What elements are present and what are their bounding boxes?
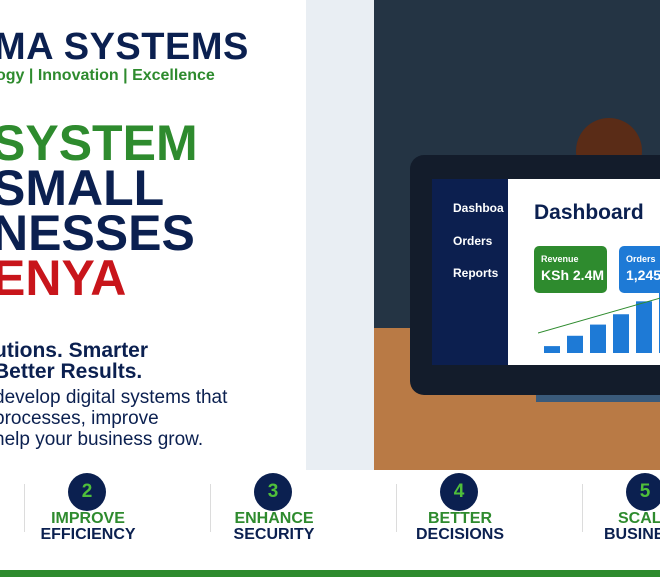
dashboard-main: Dashboard Revenue KSh 2.4M Orders 1,245 <box>508 179 660 365</box>
sidebar-item-reports[interactable]: Reports <box>453 266 499 280</box>
benefit-badge-4: 4 <box>440 473 478 511</box>
body-line-3: help your business grow. <box>0 429 204 450</box>
benefit-subtitle-security: SECURITY <box>233 526 315 543</box>
brand-tagline: ogy | Innovation | Excellence <box>0 67 215 84</box>
bottom-accent-bar <box>0 570 660 577</box>
dashboard-title: Dashboard <box>534 201 644 224</box>
chart-bar <box>544 346 560 353</box>
laptop: Dashboa Orders Reports Dashboard Revenue… <box>410 155 660 395</box>
divider <box>396 484 397 532</box>
subheadline-line-2: Better Results. <box>0 360 143 383</box>
benefit-title-enhance: ENHANCE <box>234 510 314 527</box>
body-line-2: processes, improve <box>0 408 159 429</box>
trend-line <box>538 297 660 334</box>
body-line-1: develop digital systems that <box>0 387 228 408</box>
benefit-subtitle-business: BUSINE <box>604 526 660 543</box>
sidebar-item-orders[interactable]: Orders <box>453 234 493 248</box>
headline-line-4: ENYA <box>0 250 127 306</box>
chart-bar <box>567 335 583 353</box>
orders-card: Orders 1,245 <box>619 246 660 293</box>
subheadline-line-1: utions. Smarter <box>0 339 149 362</box>
revenue-chart <box>538 291 660 353</box>
sidebar-item-dashboard[interactable]: Dashboa <box>453 201 504 215</box>
dashboard-sidebar: Dashboa Orders Reports <box>432 179 508 365</box>
benefits-strip: 2 IMPROVE EFFICIENCY 3 ENHANCE SECURITY … <box>0 470 660 570</box>
headline-line-3: NESSES <box>0 205 195 261</box>
divider <box>582 484 583 532</box>
chart-bar <box>613 314 629 353</box>
hero-photo: Dashboa Orders Reports Dashboard Revenue… <box>374 0 660 470</box>
benefit-badge-5: 5 <box>626 473 660 511</box>
orders-label: Orders <box>626 254 656 264</box>
divider <box>210 484 211 532</box>
benefit-subtitle-decisions: DECISIONS <box>415 526 504 543</box>
benefit-title-improve: IMPROVE <box>51 510 125 527</box>
subheadline: utions. Smarter Better Results. <box>0 340 148 382</box>
benefit-title-scale: SCAL <box>618 510 660 527</box>
headline-line-1: SYSTEM <box>0 115 198 171</box>
orders-value: 1,245 <box>626 267 660 283</box>
chart-bar <box>590 324 606 353</box>
brand-name: MA SYSTEMS <box>0 26 249 68</box>
divider <box>24 484 25 532</box>
chart-bar <box>636 301 652 353</box>
laptop-screen: Dashboa Orders Reports Dashboard Revenue… <box>432 179 660 365</box>
revenue-label: Revenue <box>541 254 579 264</box>
benefit-title-better: BETTER <box>428 510 492 527</box>
benefit-badge-3: 3 <box>254 473 292 511</box>
headline-line-2: SMALL <box>0 160 165 216</box>
photo-margin <box>306 0 374 470</box>
revenue-value: KSh 2.4M <box>541 267 605 283</box>
revenue-card: Revenue KSh 2.4M <box>534 246 607 293</box>
headline: SYSTEM SMALL NESSES ENYA <box>0 115 198 306</box>
benefit-badge-2: 2 <box>68 473 106 511</box>
benefit-subtitle-efficiency: EFFICIENCY <box>40 526 136 543</box>
body-text: develop digital systems that processes, … <box>0 387 227 450</box>
